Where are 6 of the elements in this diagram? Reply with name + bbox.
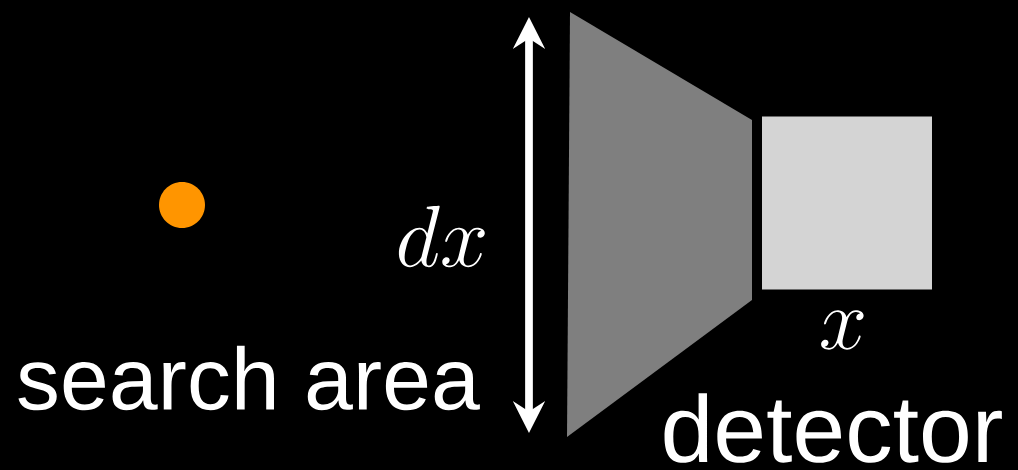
label-text: search area [18,345,480,411]
label-text: detector [664,393,1002,463]
dimension-label: $x$ [821,310,864,350]
square-box [762,116,932,290]
dimension-label: $dx$ [398,205,485,268]
dot [159,182,205,228]
